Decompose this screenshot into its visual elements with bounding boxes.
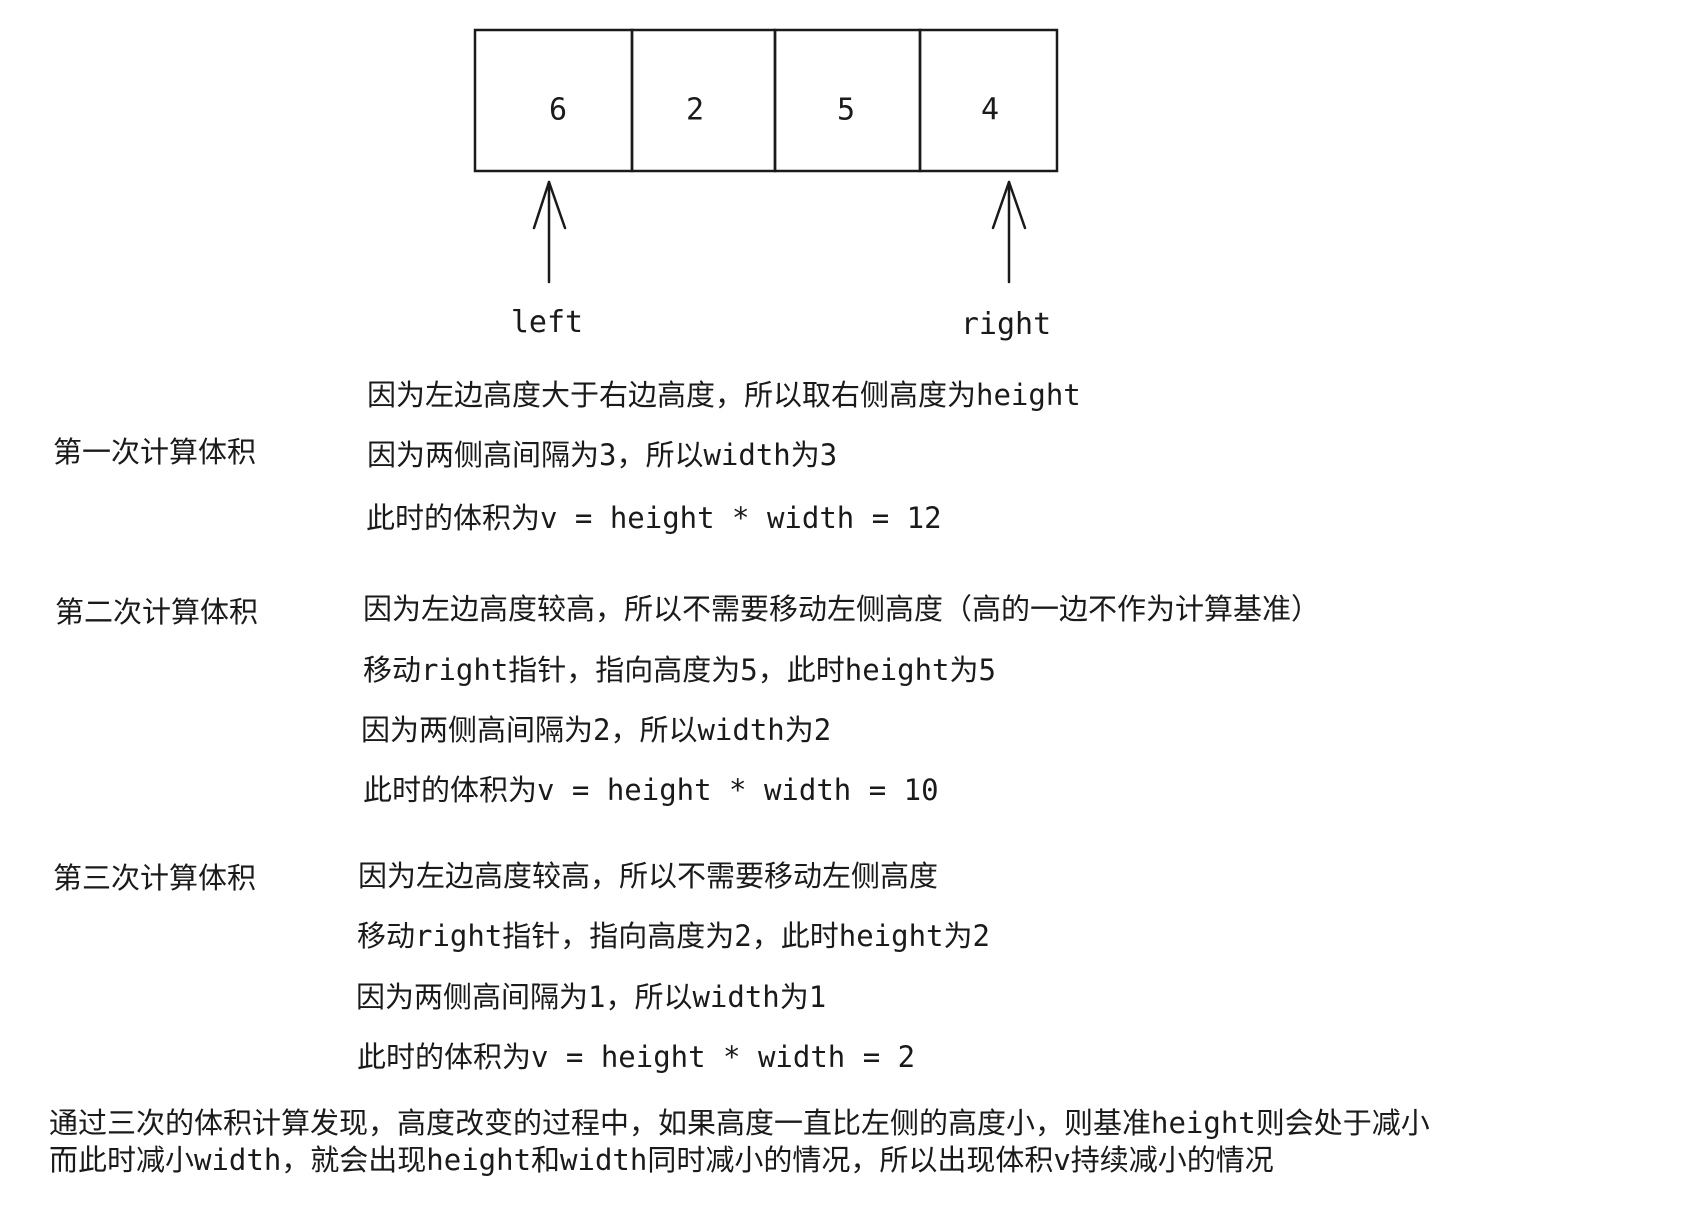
step-3-line-1: 因为左边高度较高，所以不需要移动左侧高度 <box>358 859 939 893</box>
array-cell-3 <box>918 28 1059 173</box>
step-2-title: 第二次计算体积 <box>55 595 259 629</box>
step-1-line-2: 因为两侧高间隔为3，所以width为3 <box>367 438 838 472</box>
step-2-line-3: 因为两侧高间隔为2，所以width为2 <box>361 713 832 747</box>
array-cell-value-1: 2 <box>686 93 704 128</box>
step-2-line-1: 因为左边高度较高，所以不需要移动左侧高度（高的一边不作为计算基准） <box>363 592 1321 626</box>
right-pointer-arrow <box>991 180 1027 284</box>
left-pointer-label: left <box>511 305 583 340</box>
conclusion-line-1: 通过三次的体积计算发现，高度改变的过程中，如果高度一直比左侧的高度小，则基准he… <box>49 1106 1430 1140</box>
step-1-line-1: 因为左边高度大于右边高度，所以取右侧高度为height <box>367 378 1081 412</box>
step-1-line-3: 此时的体积为v = height * width = 12 <box>366 501 942 535</box>
array-cell-value-0: 6 <box>549 93 567 128</box>
step-1-title: 第一次计算体积 <box>53 435 257 469</box>
step-3-line-4: 此时的体积为v = height * width = 2 <box>357 1040 916 1074</box>
step-2-line-2: 移动right指针，指向高度为5，此时height为5 <box>363 653 996 687</box>
array-cell-value-3: 4 <box>981 93 999 128</box>
step-3-line-2: 移动right指针，指向高度为2，此时height为2 <box>357 919 990 953</box>
array-cell-value-2: 5 <box>837 93 855 128</box>
step-3-line-3: 因为两侧高间隔为1，所以width为1 <box>356 980 827 1014</box>
right-pointer-label: right <box>961 307 1051 342</box>
left-pointer-arrow <box>532 180 567 284</box>
step-3-title: 第三次计算体积 <box>53 861 257 895</box>
conclusion-line-2: 而此时减小width，就会出现height和width同时减小的情况，所以出现体… <box>49 1143 1274 1177</box>
array-cells: 6 2 5 4 <box>473 28 1059 173</box>
step-2-line-4: 此时的体积为v = height * width = 10 <box>363 773 939 807</box>
